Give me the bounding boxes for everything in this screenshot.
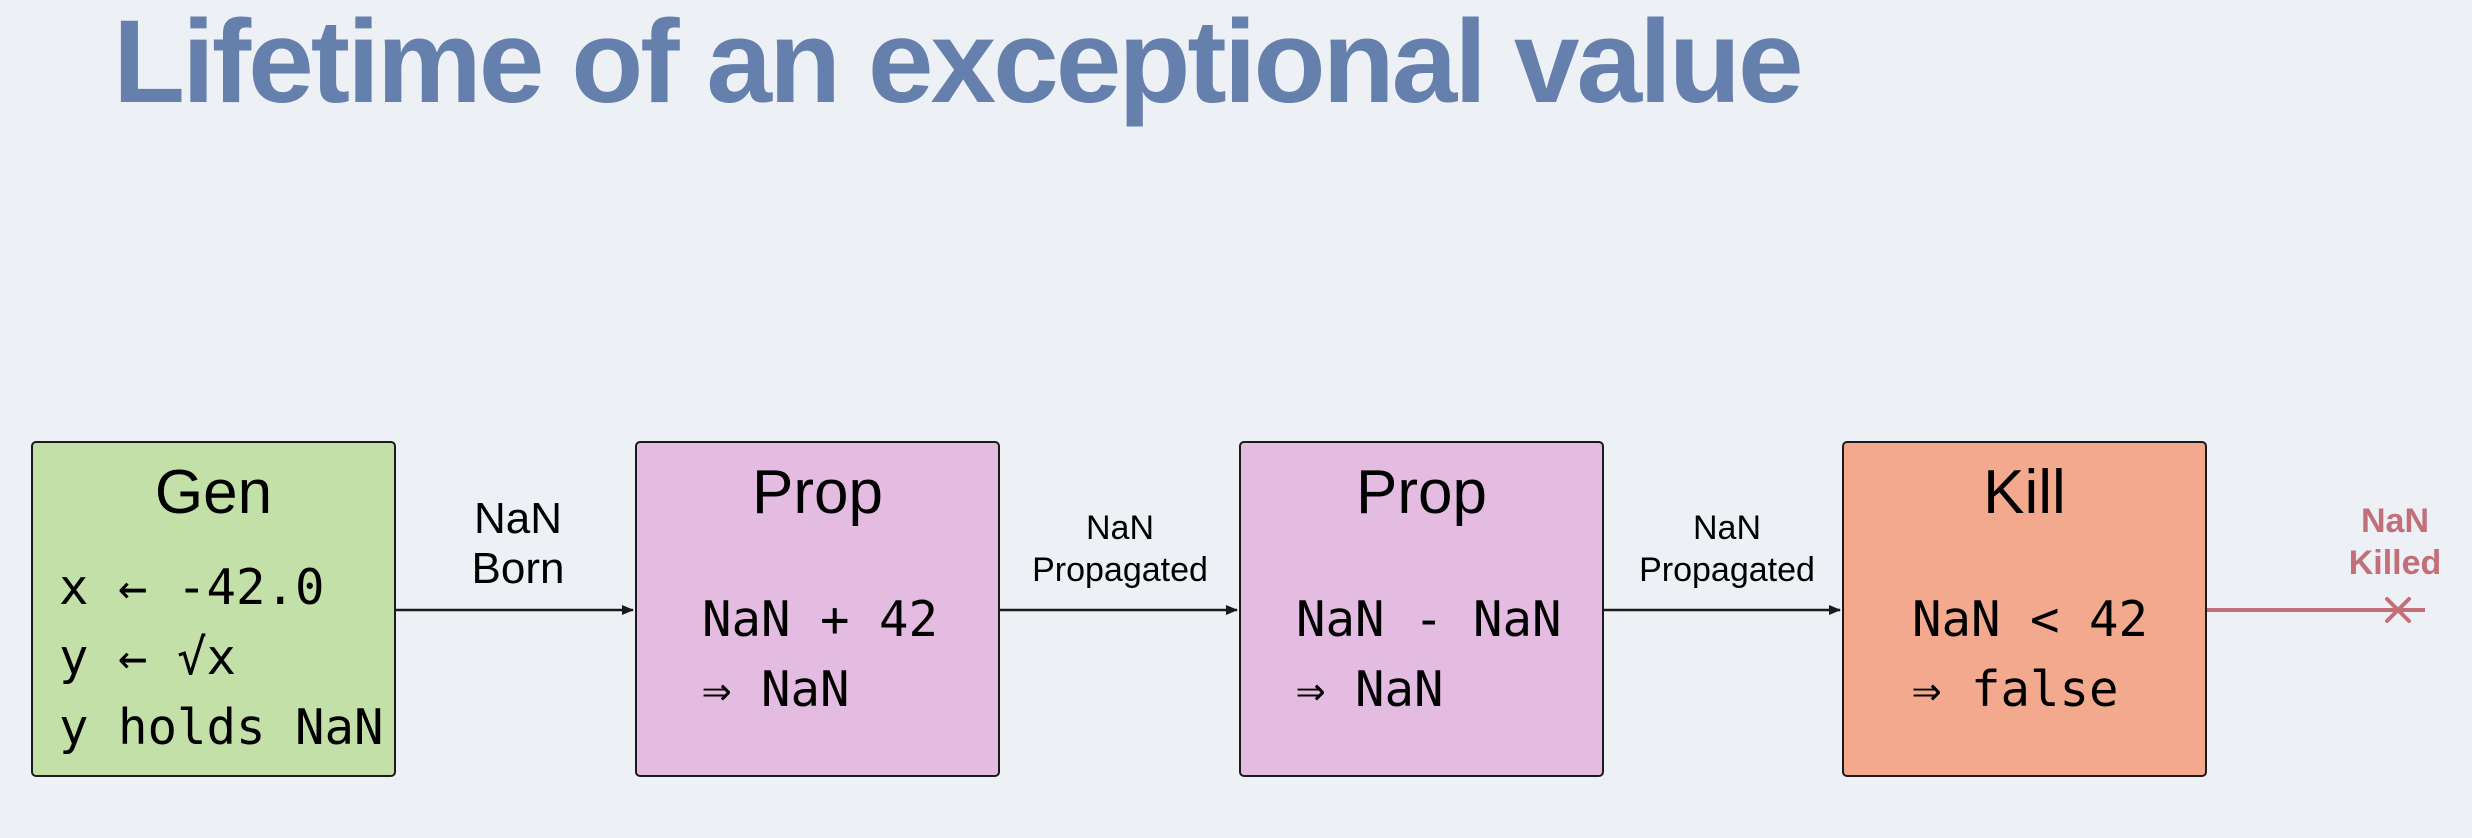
- code-line: ⇒ false: [1912, 661, 2119, 718]
- code-line: NaN < 42: [1912, 591, 2149, 648]
- node-gen-title: Gen: [154, 458, 273, 527]
- edge-label-born: NaN Born: [418, 494, 618, 594]
- node-kill-code: NaN < 42 ⇒ false: [1912, 585, 2148, 725]
- edge-label-line: NaN: [473, 494, 563, 543]
- node-prop-1-code: NaN + 42 ⇒ NaN: [702, 585, 938, 725]
- page-title: Lifetime of an exceptional value: [113, 0, 1804, 128]
- code-line: ⇒ NaN: [1296, 661, 1444, 718]
- edge-label-line: NaN: [1692, 509, 1762, 547]
- node-prop-2-code: NaN - NaN ⇒ NaN: [1296, 585, 1562, 725]
- node-prop-1-title: Prop: [752, 458, 883, 527]
- edge-label-line: Propagated: [1639, 551, 1815, 589]
- node-kill: Kill NaN < 42 ⇒ false: [1842, 441, 2207, 777]
- edge-label-line: NaN: [1085, 509, 1155, 547]
- node-prop-2-title: Prop: [1356, 458, 1487, 527]
- code-line: ⇒ NaN: [702, 661, 850, 718]
- code-line: y holds NaN: [59, 699, 384, 756]
- code-line: NaN + 42: [702, 591, 939, 648]
- edge-label-line: Born: [471, 544, 565, 593]
- code-line: y ← √x: [59, 629, 237, 686]
- edge-label-killed: NaN Killed: [2340, 500, 2450, 584]
- killed-x-icon: [2385, 597, 2411, 623]
- code-line: x ← -42.0: [59, 559, 325, 616]
- node-prop-1: Prop NaN + 42 ⇒ NaN: [635, 441, 1000, 777]
- node-gen: Gen x ← -42.0 y ← √x y holds NaN: [31, 441, 396, 777]
- edge-label-line: Killed: [2348, 544, 2442, 582]
- edge-label-line: Propagated: [1032, 551, 1208, 589]
- code-line: NaN - NaN: [1296, 591, 1562, 648]
- edge-label-propagated-2: NaN Propagated: [1617, 507, 1837, 591]
- edge-label-propagated-1: NaN Propagated: [1010, 507, 1230, 591]
- edge-label-line: NaN: [2360, 502, 2430, 540]
- node-gen-code: x ← -42.0 y ← √x y holds NaN: [59, 553, 384, 763]
- node-kill-title: Kill: [1983, 458, 2066, 527]
- node-prop-2: Prop NaN - NaN ⇒ NaN: [1239, 441, 1604, 777]
